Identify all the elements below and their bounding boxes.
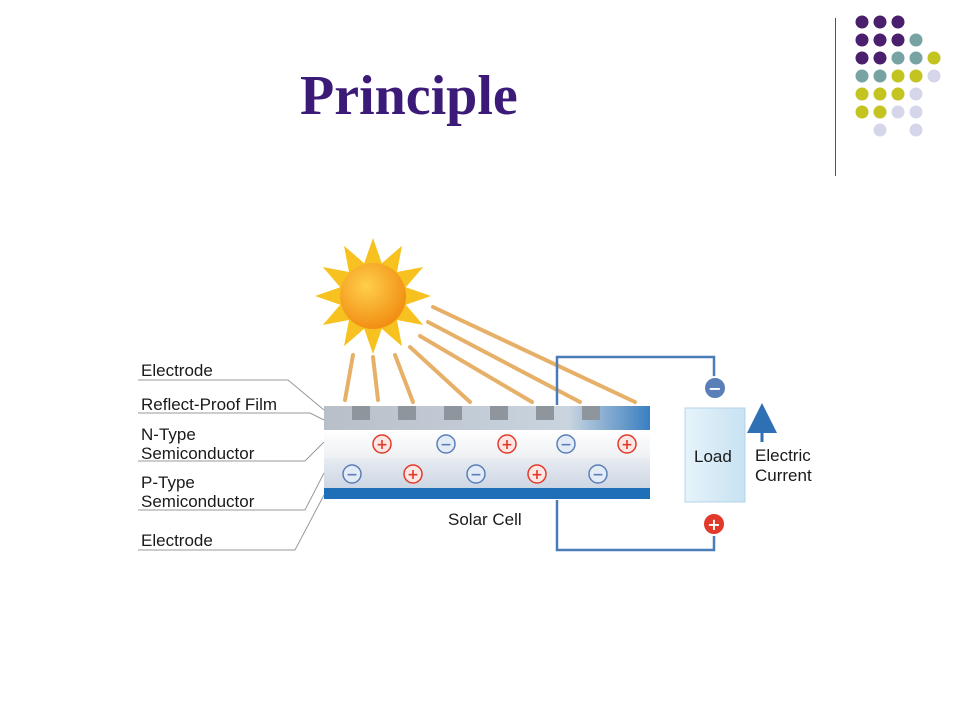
positive-charge-icon xyxy=(497,434,517,454)
light-beams xyxy=(343,305,637,404)
positive-terminal-icon: + xyxy=(702,512,726,536)
label-electrode-top: Electrode xyxy=(141,361,213,380)
reflect-proof-film-layer xyxy=(324,406,650,430)
decorative-dot xyxy=(909,87,923,101)
decorative-dot xyxy=(891,33,905,47)
charge-symbol: − xyxy=(346,467,358,483)
light-beam xyxy=(418,334,534,404)
decorative-dot xyxy=(873,15,887,29)
decorative-dot xyxy=(873,123,887,137)
electrode-segment xyxy=(352,406,370,420)
decorative-dot xyxy=(855,51,869,65)
label-reflect-proof-film: Reflect-Proof Film xyxy=(141,395,277,414)
decorative-dot xyxy=(891,15,905,29)
decorative-dot xyxy=(909,105,923,119)
label-p-type-2: Semiconductor xyxy=(141,492,255,511)
p-layer-charges: − + − + − xyxy=(342,464,608,484)
label-electric: Electric xyxy=(755,446,811,465)
label-n-type-2: Semiconductor xyxy=(141,444,255,463)
charge-symbol: − xyxy=(560,437,572,453)
decorative-dot xyxy=(855,87,869,101)
positive-charge-icon xyxy=(617,434,637,454)
top-electrode-segments xyxy=(352,406,600,420)
decorative-dot xyxy=(909,33,923,47)
negative-charge-icon xyxy=(436,434,456,454)
decorative-dot xyxy=(891,105,905,119)
label-solar-cell: Solar Cell xyxy=(448,510,522,529)
n-layer-charges: + − + − + xyxy=(372,434,637,454)
svg-text:−: − xyxy=(708,379,721,398)
decorative-dot xyxy=(855,105,869,119)
electrode-segment xyxy=(398,406,416,420)
negative-charge-icon xyxy=(556,434,576,454)
light-beam xyxy=(371,355,380,402)
decorative-dot xyxy=(909,123,923,137)
decorative-dot xyxy=(873,87,887,101)
decorative-dot xyxy=(891,69,905,83)
negative-charge-icon xyxy=(466,464,486,484)
negative-charge-icon xyxy=(342,464,362,484)
decorative-dot xyxy=(855,15,869,29)
decorative-dot xyxy=(855,69,869,83)
slide-title: Principle xyxy=(300,65,518,127)
charge-symbol: + xyxy=(501,437,513,453)
circuit-wires xyxy=(555,355,716,552)
leader-lines xyxy=(138,379,325,551)
charge-symbol: + xyxy=(376,437,388,453)
positive-charge-icon xyxy=(372,434,392,454)
decorative-dot xyxy=(927,51,941,65)
sun-icon xyxy=(315,238,431,354)
electrode-segment xyxy=(444,406,462,420)
charge-symbol: − xyxy=(592,467,604,483)
decorative-dot xyxy=(891,51,905,65)
bottom-electrode-layer xyxy=(324,488,650,499)
decorative-dot xyxy=(873,105,887,119)
charge-symbol: + xyxy=(407,467,419,483)
decorative-dot xyxy=(873,51,887,65)
vertical-divider xyxy=(835,18,836,176)
positive-charge-icon xyxy=(403,464,423,484)
decorative-dot xyxy=(855,33,869,47)
decorative-dot xyxy=(909,69,923,83)
decorative-dot xyxy=(909,51,923,65)
negative-terminal-icon: − xyxy=(703,376,727,400)
charge-symbol: − xyxy=(470,467,482,483)
charge-symbol: − xyxy=(440,437,452,453)
electrode-segment xyxy=(536,406,554,420)
label-n-type-1: N-Type xyxy=(141,425,196,444)
electrode-segment xyxy=(582,406,600,420)
label-current: Current xyxy=(755,466,812,485)
charge-symbol: + xyxy=(621,437,633,453)
negative-charge-icon xyxy=(588,464,608,484)
light-beam xyxy=(343,353,355,402)
label-load: Load xyxy=(694,447,732,466)
light-beam xyxy=(393,353,415,404)
label-electrode-bottom: Electrode xyxy=(141,531,213,550)
label-p-type-1: P-Type xyxy=(141,473,195,492)
decorative-dot xyxy=(873,69,887,83)
decorative-dot xyxy=(927,69,941,83)
load-box xyxy=(684,407,746,503)
svg-text:+: + xyxy=(707,515,720,534)
decorative-dot xyxy=(891,87,905,101)
charge-symbol: + xyxy=(531,467,543,483)
positive-charge-icon xyxy=(527,464,547,484)
light-beam xyxy=(408,345,472,404)
light-beam xyxy=(426,320,582,404)
decorative-dot xyxy=(873,33,887,47)
light-beam xyxy=(431,305,637,404)
electrode-segment xyxy=(490,406,508,420)
